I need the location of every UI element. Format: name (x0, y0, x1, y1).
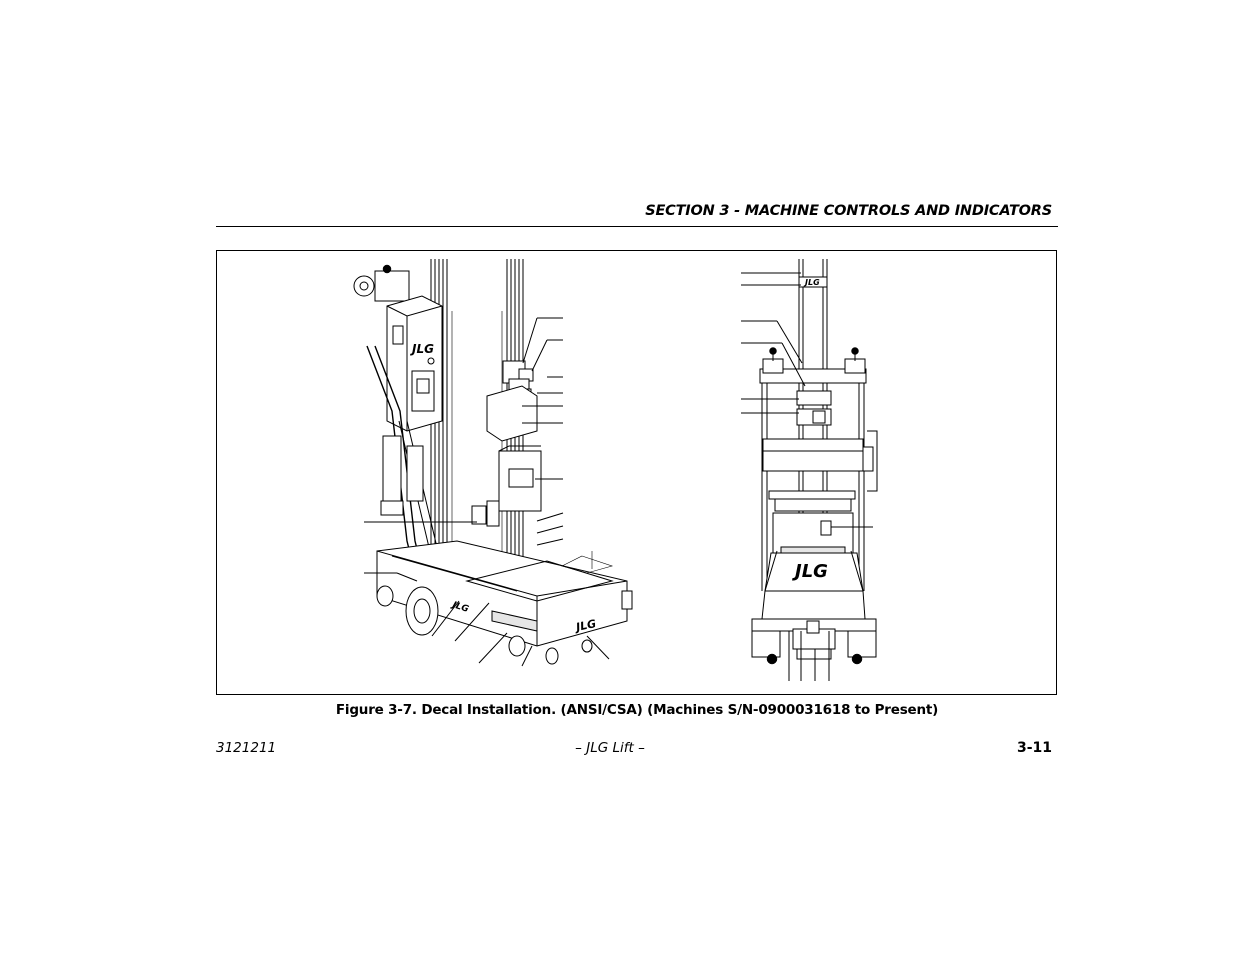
decal-installation-illustration: JLG (353, 259, 878, 681)
page-number: 3-11 (1016, 740, 1052, 756)
jlg-logo-base: JLG (573, 617, 597, 634)
figure-frame: JLG (216, 250, 1057, 695)
document-number: 3121211 (216, 740, 277, 756)
section-title: SECTION 3 - MACHINE CONTROLS AND INDICAT… (645, 203, 1052, 219)
jlg-logo-front: JLG (792, 561, 828, 582)
figure-caption: Figure 3-7. Decal Installation. (ANSI/CS… (335, 702, 939, 718)
jlg-logo: JLG (410, 342, 434, 356)
left-machine-view: JLG (353, 259, 633, 667)
footer-brand: – JLG Lift – (575, 740, 645, 756)
header-divider (216, 226, 1058, 227)
jlg-logo-mast: JLG (803, 278, 820, 287)
right-machine-view: JLG (741, 259, 878, 681)
